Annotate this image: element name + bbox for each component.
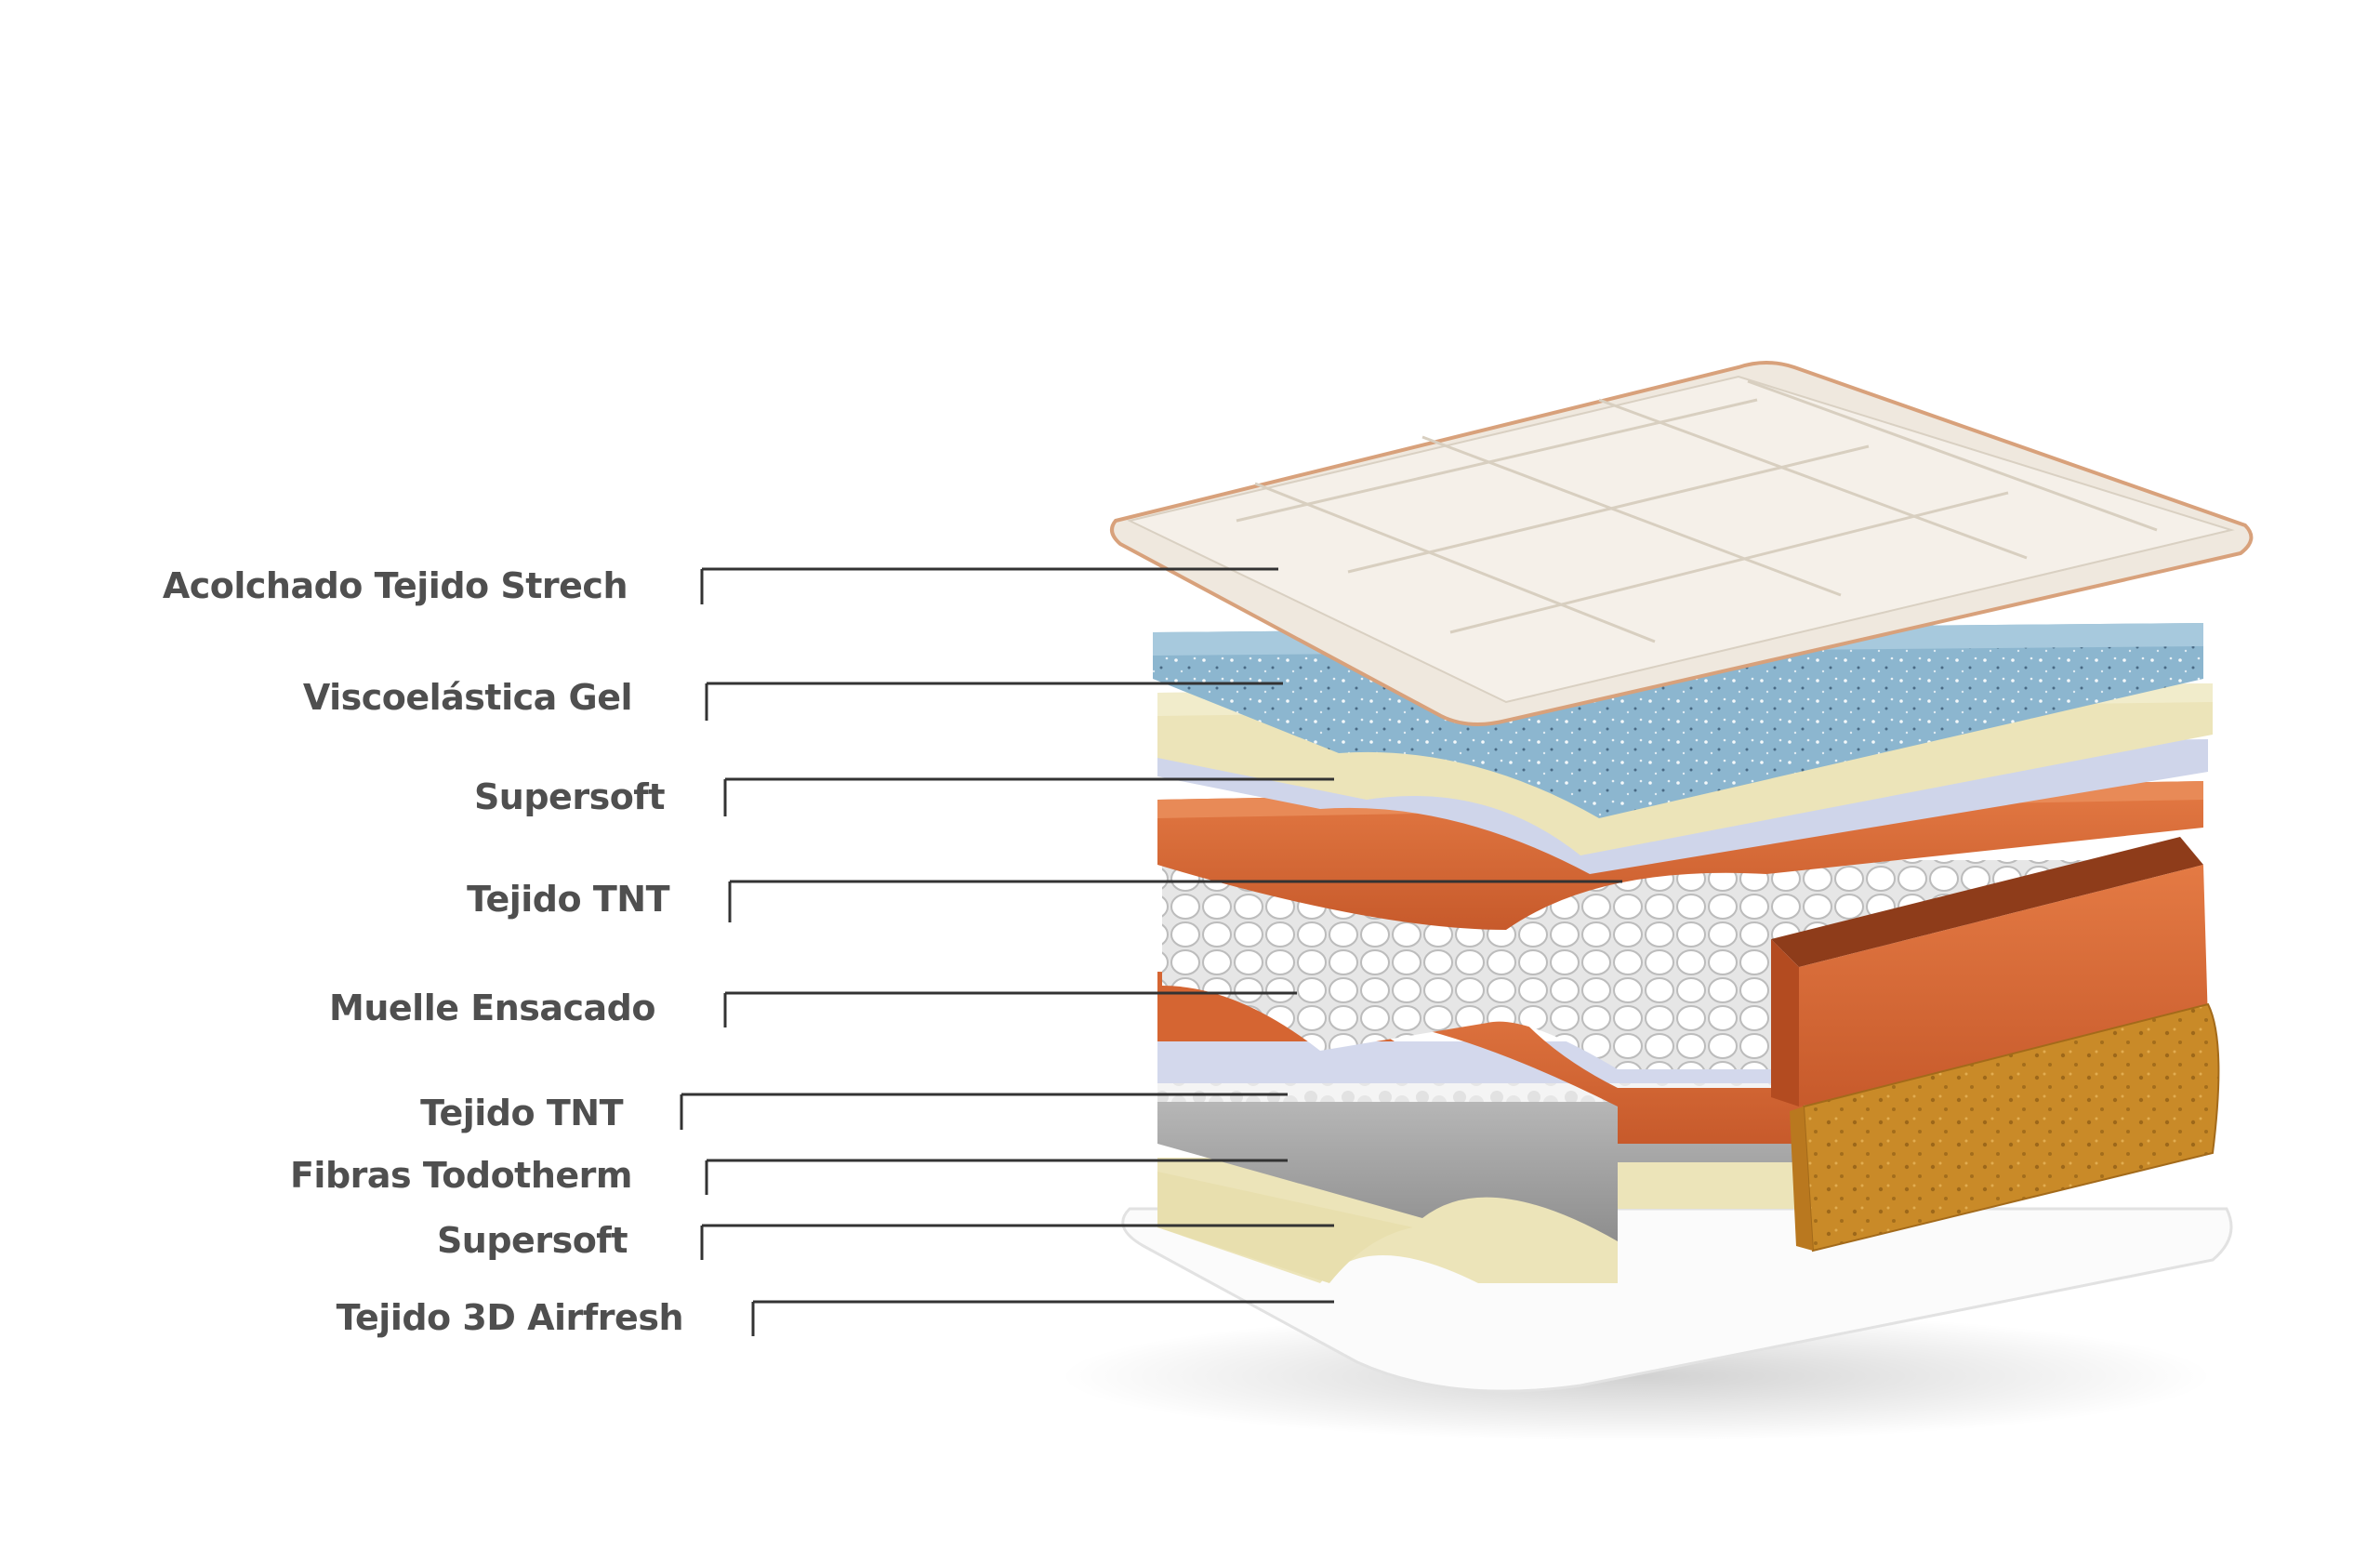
label-muelle-ensacado: Muelle Ensacado [329, 987, 655, 1028]
label-tejido-tnt-upper: Tejido TNT [467, 879, 669, 920]
label-viscoelastica-gel: Viscoelástica Gel [302, 677, 633, 718]
label-fibras-todotherm: Fibras Todotherm [289, 1155, 633, 1196]
label-tejido-3d-airfresh: Tejido 3D Airfresh [336, 1297, 684, 1338]
label-tejido-tnt-lower: Tejido TNT [420, 1093, 623, 1133]
label-acolchado-tejido-strech: Acolchado Tejido Strech [162, 565, 628, 606]
label-supersoft-bottom: Supersoft [436, 1220, 628, 1261]
label-supersoft-top: Supersoft [473, 776, 666, 817]
